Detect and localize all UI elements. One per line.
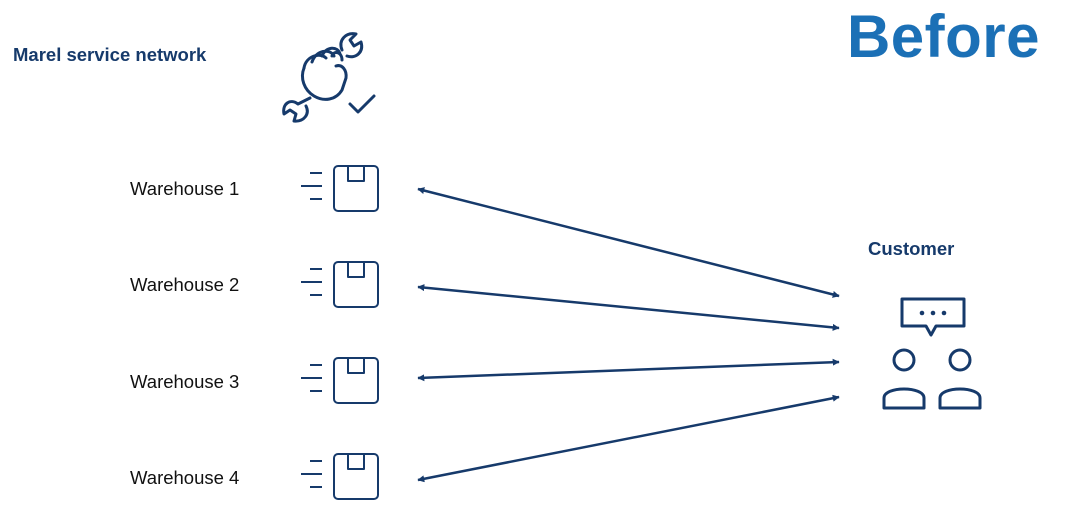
page-title: Before	[846, 3, 1040, 70]
arrow-warehouse-2	[417, 284, 840, 331]
fast-box-icon	[301, 357, 379, 404]
service-network-label: Marel service network	[13, 44, 207, 65]
arrow-warehouse-1	[417, 187, 840, 298]
warehouse-3-label: Warehouse 3	[130, 371, 240, 392]
fast-box-icon	[301, 261, 379, 308]
customer-label: Customer	[868, 238, 955, 259]
arrow-warehouse-3	[417, 358, 840, 382]
warehouse-2-label: Warehouse 2	[130, 274, 240, 295]
users-chat-icon	[882, 297, 982, 410]
arrow-warehouse-4	[417, 394, 840, 483]
fast-box-icon	[301, 453, 379, 500]
hand-wrench-check-icon	[282, 32, 376, 123]
warehouse-4-label: Warehouse 4	[130, 467, 240, 488]
fast-box-icon	[301, 165, 379, 212]
warehouse-1-label: Warehouse 1	[130, 178, 240, 199]
